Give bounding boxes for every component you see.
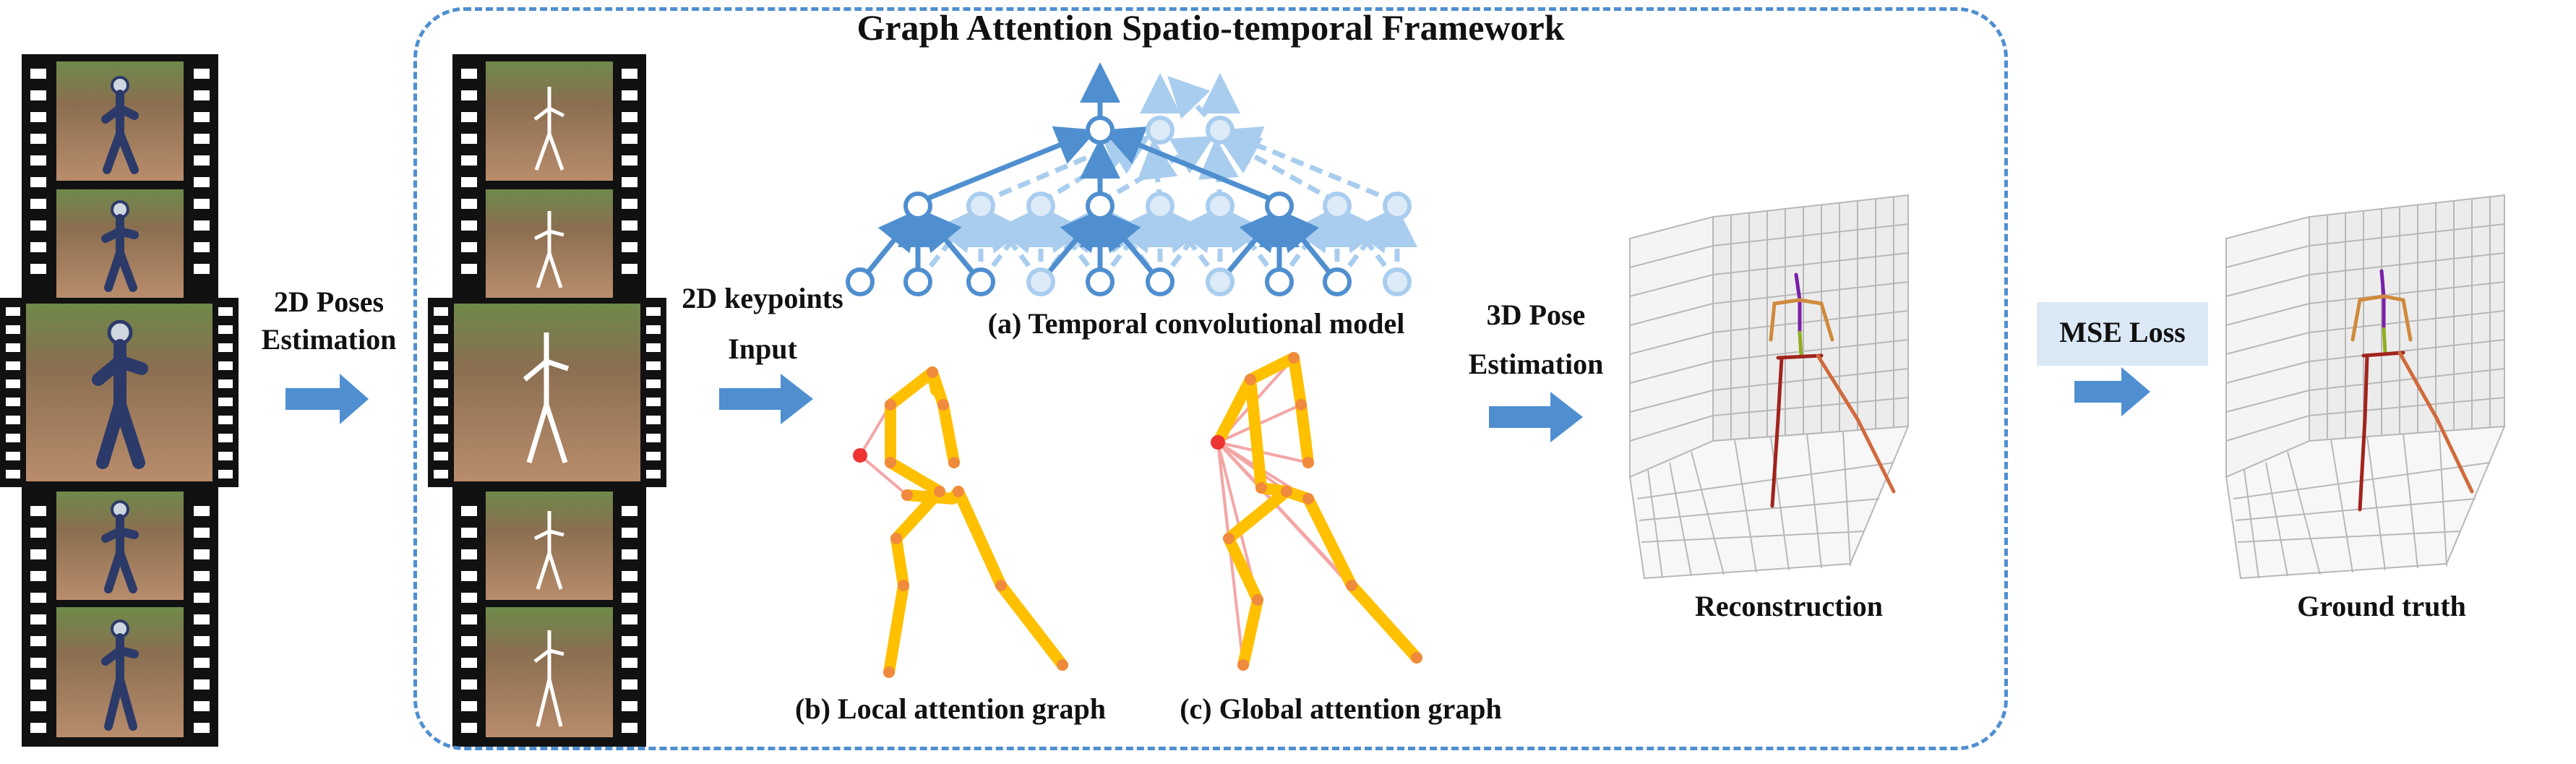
batter-figures-left (92, 76, 148, 731)
input-video-film-strip (0, 54, 239, 747)
arrow-poses-to-keypoints (285, 374, 369, 424)
pose-3d-estimation-label: 3D Pose Estimation (1453, 291, 1619, 389)
keypoint-video-film-strip (428, 54, 666, 747)
keypoints-line2: Input (728, 332, 797, 365)
mse-loss-label: MSE Loss (2059, 316, 2186, 348)
framework-title: Graph Attention Spatio-temporal Framewor… (856, 7, 1565, 48)
keypoints-line1: 2D keypoints (682, 282, 843, 314)
pose3d-line1: 3D Pose (1486, 299, 1586, 331)
batter-keypoint-skeletons (523, 87, 570, 727)
local-attention-graph (853, 366, 1068, 678)
mse-loss-box (2037, 302, 2208, 366)
temporal-model-caption: (a) Temporal convolutional model (987, 307, 1405, 340)
arrow-model-to-3d (1489, 392, 1583, 442)
global-attention-center-joint (1211, 435, 1225, 450)
local-attention-center-joint (853, 448, 867, 463)
global-graph-caption: (c) Global attention graph (1180, 692, 1502, 725)
ground-truth-skeleton (2350, 269, 2474, 512)
arrow-loss (2074, 367, 2150, 416)
poses-2d-estimation-label: 2D Poses Estimation (253, 283, 405, 359)
framework-container: Graph Attention Spatio-temporal Framewor… (413, 7, 2008, 750)
film-sprocket-holes-left (30, 69, 210, 733)
poses-2d-line1: 2D Poses (273, 286, 385, 318)
reconstruction-caption: Reconstruction (1695, 590, 1883, 622)
temporal-conv-network (846, 62, 1417, 296)
reconstruction-3d-plot (1628, 194, 1910, 580)
flow-arrows (285, 367, 2150, 442)
arrow-keypoints-to-model (719, 374, 813, 424)
global-attention-graph (1211, 352, 1422, 671)
temporal-nodes-dark (846, 116, 1352, 296)
local-graph-caption: (b) Local attention graph (795, 692, 1106, 725)
poses-2d-line2: Estimation (261, 323, 397, 356)
pose3d-line2: Estimation (1468, 348, 1604, 380)
reconstruction-skeleton (1769, 272, 1896, 508)
film-frame-3-enlarged (0, 298, 239, 487)
ground-truth-caption: Ground truth (2297, 590, 2466, 622)
temporal-nodes-light (966, 116, 1412, 296)
keypoints-input-label: 2D keypoints Input (669, 273, 856, 374)
